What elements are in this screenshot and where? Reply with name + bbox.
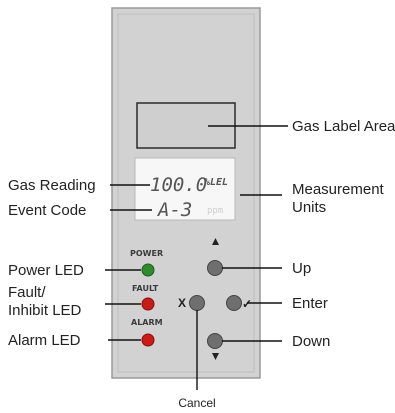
gas-label-area-label: Gas Label Area bbox=[292, 118, 395, 135]
fault-led-caption: FAULT bbox=[132, 284, 159, 293]
fault-led bbox=[141, 297, 155, 311]
enter-label: Enter bbox=[292, 295, 328, 312]
measurement-unit-value: %LEL bbox=[204, 177, 228, 188]
device-panel-inner-border bbox=[117, 13, 255, 373]
up-button[interactable] bbox=[207, 260, 223, 276]
event-code-label: Event Code bbox=[8, 202, 86, 219]
down-button[interactable] bbox=[207, 333, 223, 349]
down-arrow-icon bbox=[212, 353, 219, 360]
gas-reading-value: 100.0 bbox=[150, 174, 207, 196]
event-code-value: A-3 bbox=[157, 199, 192, 221]
cancel-button[interactable] bbox=[189, 295, 205, 311]
up-arrow-icon bbox=[212, 238, 219, 245]
down-label: Down bbox=[292, 333, 330, 350]
alarm-led-label: Alarm LED bbox=[8, 332, 81, 349]
lcd-display bbox=[134, 157, 236, 221]
alarm-led bbox=[141, 333, 155, 347]
up-label: Up bbox=[292, 260, 311, 277]
inactive-unit-segment: ppm bbox=[207, 206, 223, 216]
power-led bbox=[141, 263, 155, 277]
cancel-label: Cancel bbox=[178, 396, 215, 410]
gas-reading-label: Gas Reading bbox=[8, 177, 96, 194]
enter-check-icon: ✓ bbox=[242, 297, 252, 311]
enter-button[interactable] bbox=[226, 295, 242, 311]
fault-inhibit-led-label-line1: Fault/ bbox=[8, 284, 46, 301]
power-led-label: Power LED bbox=[8, 262, 84, 279]
measurement-units-label-line2: Units bbox=[292, 199, 326, 216]
measurement-units-label-line1: Measurement bbox=[292, 181, 385, 198]
fault-inhibit-led-label-line2: Inhibit LED bbox=[8, 302, 82, 319]
cancel-x-icon: X bbox=[178, 296, 186, 310]
power-led-caption: POWER bbox=[130, 249, 163, 258]
alarm-led-caption: ALARM bbox=[131, 318, 163, 327]
